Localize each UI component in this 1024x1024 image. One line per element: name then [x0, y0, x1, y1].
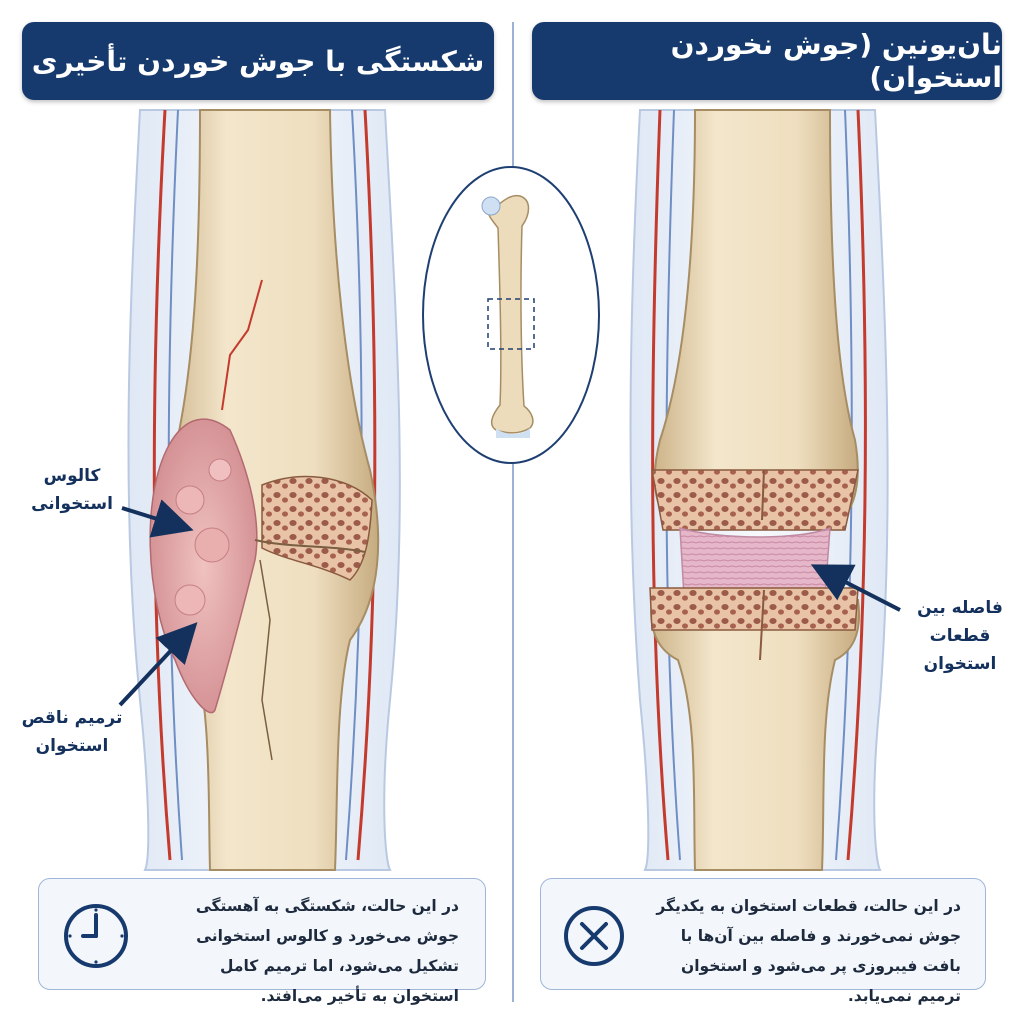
clock-icon — [64, 904, 128, 968]
left-limb — [127, 109, 401, 871]
incomplete-repair-label: ترمیم ناقص استخوان — [21, 708, 123, 756]
left-note: در این حالت، شکستگی به آهستگی جوش می‌خور… — [38, 878, 486, 1005]
right-limb — [629, 109, 889, 871]
gap-label: فاصله بین قطعات استخوان — [917, 598, 1003, 674]
callus-arrow — [121, 499, 194, 538]
left-note-text: در این حالت، شکستگی به آهستگی جوش می‌خور… — [195, 897, 459, 1005]
callus-label: کالوس استخوانی — [31, 466, 113, 514]
repair-arrow — [118, 622, 198, 707]
femur-overview — [422, 166, 600, 464]
left-panel-title: شکستگی با جوش خوردن تأخیری — [22, 22, 494, 100]
panel-divider — [512, 22, 514, 1002]
right-note-text: در این حالت، قطعات استخوان به یکدیگر جوش… — [656, 897, 961, 1005]
x-circle-icon — [564, 906, 624, 966]
gap-arrow — [810, 564, 901, 612]
right-note: در این حالت، قطعات استخوان به یکدیگر جوش… — [540, 878, 986, 1005]
right-panel-title: نان‌یونین (جوش نخوردن استخوان) — [532, 22, 1002, 100]
